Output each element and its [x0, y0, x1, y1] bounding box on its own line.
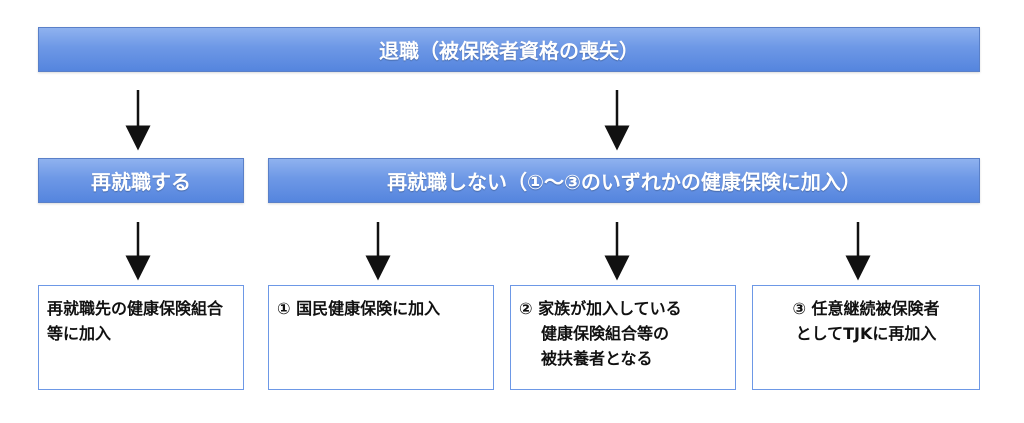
no-rejob-branch: 再就職しない（①〜③のいずれかの健康保険に加入） [268, 158, 980, 203]
rejob-branch: 再就職する [38, 158, 244, 203]
option-3-line-1: ③ 任意継続被保険者 [792, 299, 940, 318]
no-rejob-branch-label: 再就職しない（①〜③のいずれかの健康保険に加入） [387, 170, 861, 194]
rejob-option-box: 再就職先の健康保険組合等に加入 [38, 285, 244, 390]
option-2-line-3: 被扶養者となる [541, 349, 653, 368]
option-1-text: ① 国民健康保険に加入 [277, 299, 441, 318]
retirement-header-label: 退職（被保険者資格の喪失） [379, 39, 639, 63]
option-3-box: ③ 任意継続被保険者 としてTJKに再加入 [752, 285, 980, 390]
option-2-line-1: ② 家族が加入している [519, 299, 682, 318]
option-2-box: ② 家族が加入している 健康保険組合等の 被扶養者となる [510, 285, 736, 390]
rejob-branch-label: 再就職する [91, 170, 191, 194]
option-1-box: ① 国民健康保険に加入 [268, 285, 494, 390]
option-2-line-2: 健康保険組合等の [541, 324, 670, 343]
option-3-line-2: としてTJKに再加入 [795, 324, 937, 343]
rejob-option-text: 再就職先の健康保険組合等に加入 [47, 299, 224, 343]
retirement-header: 退職（被保険者資格の喪失） [38, 27, 980, 72]
